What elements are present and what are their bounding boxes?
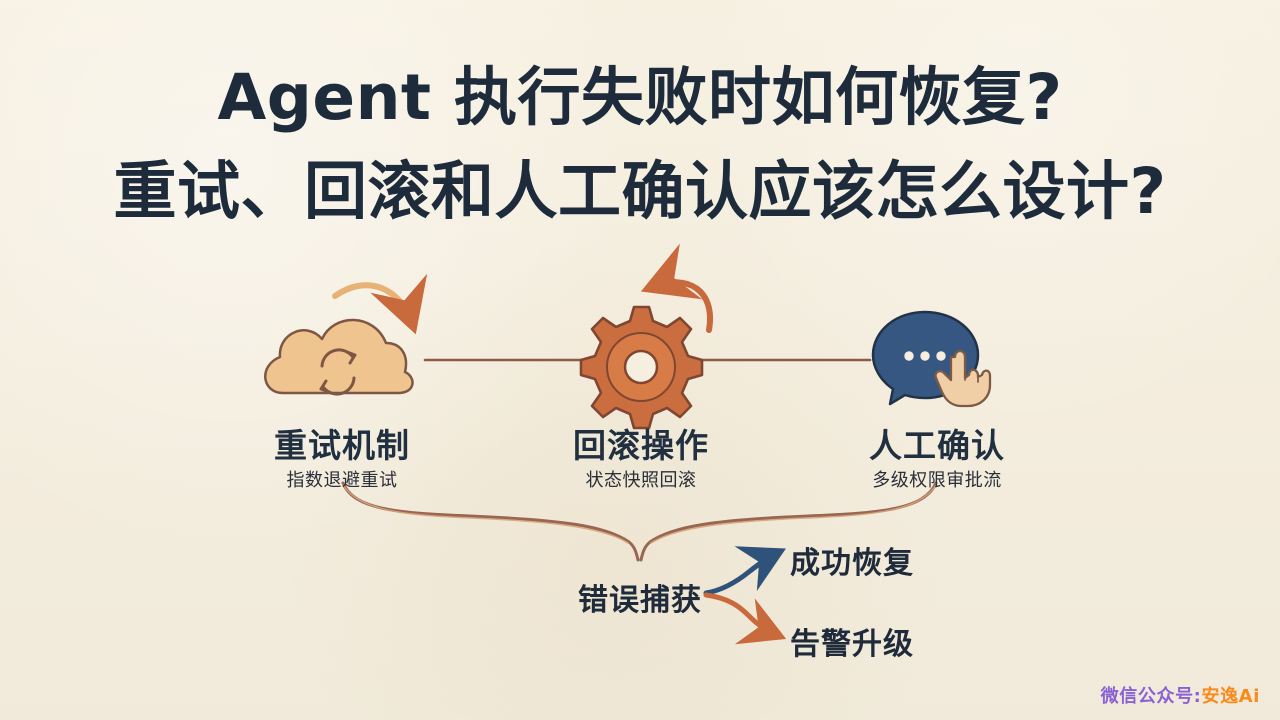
watermark-brand: 安逸Ai (1201, 686, 1260, 707)
success-recovery-label: 成功恢复 (790, 546, 914, 581)
page-title-line-2: 重试、回滚和人工确认应该怎么设计? (113, 155, 1167, 228)
alert-escalation-label: 告警升级 (790, 627, 914, 662)
node-manual-title: 人工确认 (869, 426, 1005, 465)
node-rollback-title: 回滚操作 (573, 426, 709, 465)
node-rollback-subtitle: 状态快照回滚 (585, 470, 697, 491)
node-retry-subtitle: 指数退避重试 (286, 470, 398, 491)
watermark-prefix: 微信公众号: (1100, 686, 1202, 707)
node-manual-subtitle: 多级权限审批流 (872, 470, 1002, 491)
alert-branch-arrow (703, 592, 787, 645)
node-retry-title: 重试机制 (274, 426, 410, 465)
retry-arrow-icon (332, 273, 428, 335)
brace-left-curve (341, 481, 640, 562)
page-title-line-1: Agent 执行失败时如何恢复? (217, 61, 1063, 134)
error-capture-label: 错误捕获 (578, 583, 702, 618)
watermark: 微信公众号:安逸Ai (1101, 682, 1260, 708)
chat-hand-icon (871, 310, 992, 408)
success-branch-arrow (703, 546, 786, 596)
gear-rollback-icon (579, 305, 704, 430)
rollback-arrow-icon (640, 243, 714, 333)
cloud-refresh-icon (264, 318, 414, 396)
